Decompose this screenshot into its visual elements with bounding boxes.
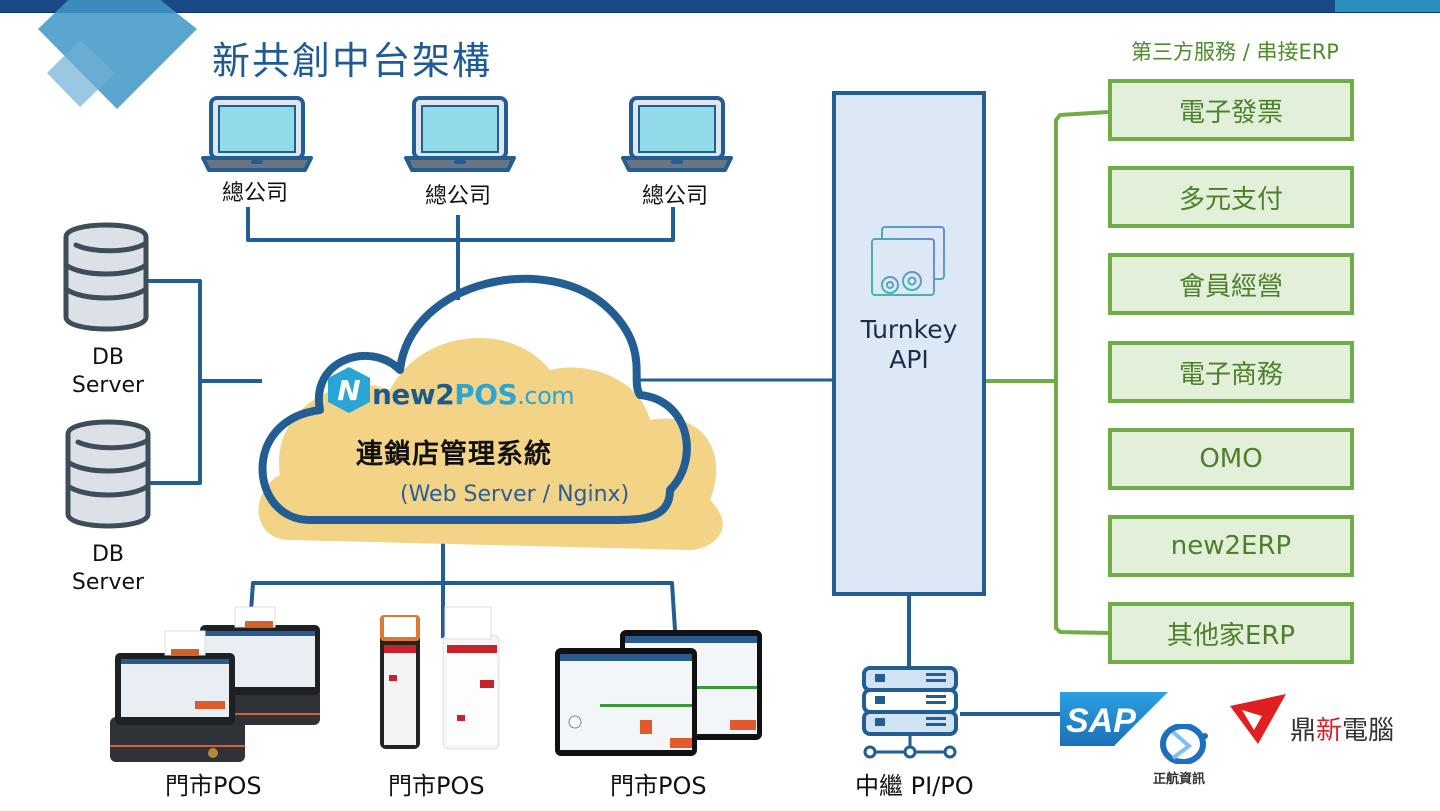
db-label-line1: DB	[91, 542, 125, 567]
service-box-omo: OMO	[1108, 428, 1354, 490]
hq-label: 總公司	[221, 181, 288, 206]
service-box-einvoice: 電子發票	[1108, 79, 1354, 141]
dingxin-logo-icon	[1230, 694, 1286, 744]
handheld-pos-image	[380, 606, 500, 750]
hq-label: 總公司	[641, 184, 708, 209]
turnkey-line2: API	[889, 345, 929, 374]
service-box-ecommerce: 電子商務	[1108, 341, 1354, 403]
db-label-line2: Server	[71, 570, 145, 595]
decorative-diamonds	[38, 0, 197, 109]
laptop-icon	[621, 96, 733, 172]
laptop-icon	[404, 96, 516, 172]
logo-pos: POS	[454, 378, 518, 411]
database-icon	[63, 222, 149, 332]
pos-bus-line	[248, 581, 677, 631]
pos-label-handheld: 門市POS	[388, 772, 485, 800]
logo-com: .com	[517, 382, 575, 410]
tablet-pos-image	[555, 630, 762, 756]
logo-new: new2	[372, 378, 455, 411]
diamond-large	[38, 0, 197, 109]
database-icon	[65, 419, 151, 529]
new2pos-logo-icon: N	[328, 367, 370, 413]
sap-logo: SAP	[1060, 692, 1168, 746]
db-server-label: DB Server	[58, 541, 158, 597]
service-box-membership: 會員經營	[1108, 253, 1354, 315]
turnkey-label: Turnkey API	[836, 315, 982, 375]
service-box-payment: 多元支付	[1108, 166, 1354, 228]
top-bar-accent	[1335, 0, 1440, 12]
dingxin-char-1: 鼎	[1290, 716, 1317, 746]
cloud-shape	[258, 274, 723, 550]
db-label-line1: DB	[91, 345, 125, 370]
page-title: 新共創中台架構	[212, 39, 493, 83]
service-box-new2erp: new2ERP	[1108, 515, 1354, 577]
relay-label: 中繼 PI/PO	[855, 772, 974, 800]
third-party-header: 第三方服務 / 串接ERP	[1131, 40, 1339, 64]
dingxin-logo-text: 鼎新電腦	[1290, 710, 1394, 747]
pos-label-desktop: 門市POS	[165, 772, 262, 800]
db-server-label: DB Server	[58, 344, 158, 400]
new2pos-logo-text: new2POS.com	[372, 378, 575, 411]
turnkey-api-box: Turnkey API	[832, 91, 986, 596]
zhenghang-logo-text: 正航資訊	[1153, 772, 1206, 787]
turnkey-line1: Turnkey	[860, 315, 958, 344]
laptop-icon	[201, 96, 313, 172]
thirdparty-bracket-line	[1054, 110, 1109, 635]
zhenghang-logo-icon	[1160, 724, 1208, 764]
db-label-line2: Server	[71, 373, 145, 398]
system-subtitle: (Web Server / Nginx)	[400, 482, 630, 507]
dingxin-char-3: 電腦	[1342, 716, 1395, 746]
hq-bus-line	[246, 207, 675, 242]
logo-letter: N	[337, 374, 360, 407]
sap-text: SAP	[1066, 702, 1136, 740]
server-rack-icon	[862, 666, 958, 759]
hq-label: 總公司	[424, 184, 491, 209]
dingxin-char-2: 新	[1316, 716, 1343, 746]
desktop-pos-image	[110, 606, 320, 762]
top-bar	[0, 0, 1440, 13]
diamond-small	[47, 40, 115, 107]
system-name: 連鎖店管理系統	[356, 439, 552, 470]
api-settings-icon	[871, 226, 945, 296]
pos-label-tablet: 門市POS	[610, 772, 707, 800]
service-box-other-erp: 其他家ERP	[1108, 602, 1354, 664]
